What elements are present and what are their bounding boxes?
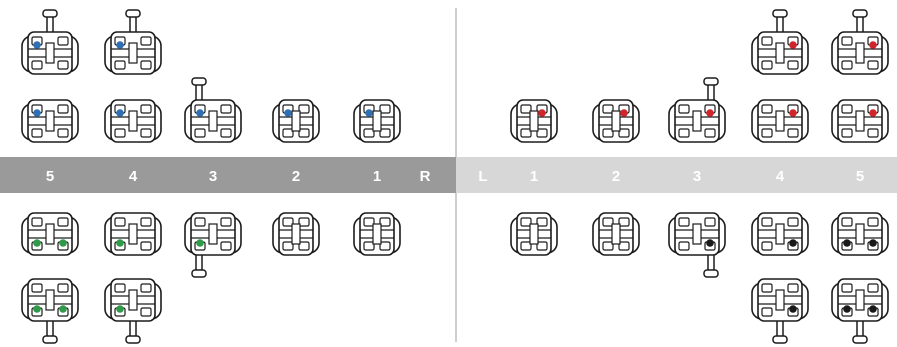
bracket-upper-right-2 bbox=[273, 100, 319, 142]
left-quadrant-band bbox=[456, 157, 897, 193]
id-dot bbox=[59, 239, 67, 247]
hook-icon bbox=[43, 10, 57, 33]
bracket-lower-left-2 bbox=[593, 213, 639, 255]
bracket-lower-left-5-b bbox=[832, 279, 888, 343]
tooth-label-r4: 4 bbox=[129, 168, 138, 185]
bracket-upper-left-4 bbox=[752, 100, 808, 142]
side-label-right: R bbox=[420, 168, 431, 185]
id-dot bbox=[789, 109, 797, 117]
id-dot bbox=[196, 109, 204, 117]
id-dot bbox=[284, 109, 292, 117]
id-dot bbox=[196, 239, 204, 247]
bracket-lower-right-4-b bbox=[105, 279, 161, 343]
id-dot bbox=[843, 305, 851, 313]
id-dot bbox=[620, 109, 628, 117]
id-dot bbox=[869, 239, 877, 247]
bracket-upper-right-4 bbox=[105, 100, 161, 142]
bracket-lower-right-1 bbox=[354, 213, 400, 255]
hook-icon bbox=[192, 254, 206, 277]
id-dot bbox=[789, 239, 797, 247]
id-dot bbox=[538, 109, 546, 117]
id-dot bbox=[869, 41, 877, 49]
id-dot bbox=[116, 109, 124, 117]
id-dot bbox=[116, 305, 124, 313]
bracket-lower-left-1 bbox=[511, 213, 557, 255]
bracket-lower-right-3 bbox=[185, 213, 241, 277]
hook-icon bbox=[43, 320, 57, 343]
id-dot bbox=[33, 239, 41, 247]
tooth-label-r2: 2 bbox=[292, 168, 300, 185]
bracket-upper-right-4-a bbox=[105, 10, 161, 74]
bracket-upper-left-5 bbox=[832, 100, 888, 142]
id-dot bbox=[59, 305, 67, 313]
bracket-lower-right-5 bbox=[22, 213, 78, 255]
bracket-upper-right-5-a bbox=[22, 10, 78, 74]
hook-icon bbox=[192, 78, 206, 101]
id-dot bbox=[33, 305, 41, 313]
hook-icon bbox=[853, 10, 867, 33]
id-dot bbox=[869, 305, 877, 313]
tooth-label-l3: 3 bbox=[693, 168, 701, 185]
id-dot bbox=[789, 305, 797, 313]
tooth-label-l4: 4 bbox=[776, 168, 785, 185]
id-dot bbox=[843, 239, 851, 247]
bracket-upper-right-1 bbox=[354, 100, 400, 142]
side-label-left: L bbox=[478, 168, 487, 185]
bracket-lower-right-4 bbox=[105, 213, 161, 255]
hook-icon bbox=[773, 10, 787, 33]
id-dot bbox=[116, 239, 124, 247]
id-dot bbox=[365, 109, 373, 117]
hook-icon bbox=[704, 254, 718, 277]
bracket-lower-right-5-b bbox=[22, 279, 78, 343]
hook-icon bbox=[126, 10, 140, 33]
tooth-label-r3: 3 bbox=[209, 168, 217, 185]
bracket-upper-left-1 bbox=[511, 100, 557, 142]
bracket-upper-left-5-a bbox=[832, 10, 888, 74]
bracket-upper-left-3 bbox=[669, 78, 725, 142]
bracket-lower-left-4 bbox=[752, 213, 808, 255]
tooth-label-l1: 1 bbox=[530, 168, 538, 185]
bracket-upper-left-2 bbox=[593, 100, 639, 142]
id-dot bbox=[706, 239, 714, 247]
tooth-label-r1: 1 bbox=[373, 168, 381, 185]
bracket-lower-right-2 bbox=[273, 213, 319, 255]
id-dot bbox=[869, 109, 877, 117]
id-dot bbox=[33, 41, 41, 49]
bracket-lower-left-3 bbox=[669, 213, 725, 277]
hook-icon bbox=[126, 320, 140, 343]
id-dot bbox=[789, 41, 797, 49]
id-dot bbox=[33, 109, 41, 117]
tooth-label-l2: 2 bbox=[612, 168, 620, 185]
hook-icon bbox=[853, 320, 867, 343]
hook-icon bbox=[704, 78, 718, 101]
bracket-upper-right-5 bbox=[22, 100, 78, 142]
bracket-lower-left-5 bbox=[832, 213, 888, 255]
id-dot bbox=[116, 41, 124, 49]
tooth-label-r5: 5 bbox=[46, 168, 54, 185]
bracket-lower-left-4-b bbox=[752, 279, 808, 343]
bracket-upper-left-4-a bbox=[752, 10, 808, 74]
hook-icon bbox=[773, 320, 787, 343]
tooth-label-l5: 5 bbox=[856, 168, 864, 185]
id-dot bbox=[706, 109, 714, 117]
right-quadrant-band bbox=[0, 157, 456, 193]
bracket-upper-right-3 bbox=[185, 78, 241, 142]
